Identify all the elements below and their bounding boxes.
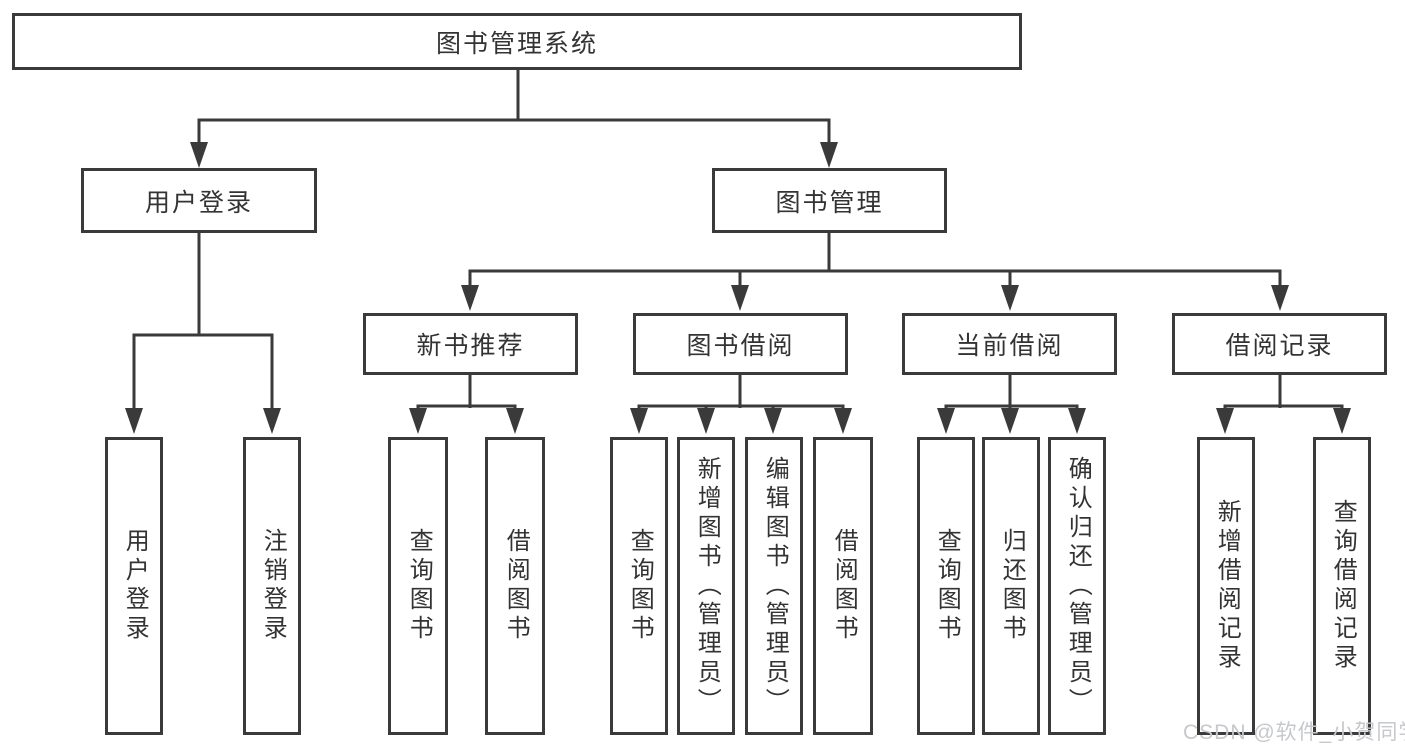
leaf-confirm-return-admin: 确认归还（管理员） (1048, 437, 1106, 735)
leaf-query-books-borrow: 查询图书 (610, 437, 668, 735)
leaf-user-login: 用户登录 (105, 437, 163, 735)
leaf-borrow-books-borrow: 借阅图书 (813, 437, 873, 735)
leaf-query-books-newbooks: 查询图书 (388, 437, 448, 735)
connector-management-to-level3 (461, 233, 1289, 311)
node-current-borrow: 当前借阅 (902, 313, 1117, 375)
leaf-add-book-admin: 新增图书（管理员） (677, 437, 735, 735)
connector-root-to-level2 (190, 70, 838, 168)
leaf-borrow-books-newbooks: 借阅图书 (485, 437, 545, 735)
leaf-query-borrow-record: 查询借阅记录 (1313, 437, 1371, 735)
node-book-management: 图书管理 (712, 168, 947, 233)
csdn-watermark: CSDN @软件_小贺同学 (1183, 721, 1405, 744)
connector-borrowrecords-to-leaves (1216, 375, 1351, 434)
leaf-return-books: 归还图书 (982, 437, 1040, 735)
leaf-logout: 注销登录 (243, 437, 301, 735)
node-book-borrow: 图书借阅 (633, 313, 848, 375)
node-library-management-system: 图书管理系统 (12, 13, 1022, 70)
connector-currentborrow-to-leaves (937, 375, 1086, 434)
leaf-add-borrow-record: 新增借阅记录 (1197, 437, 1255, 735)
leaf-edit-book-admin: 编辑图书（管理员） (745, 437, 803, 735)
connector-login-to-leaves (125, 233, 281, 434)
leaf-query-books-current: 查询图书 (917, 437, 975, 735)
node-borrow-records: 借阅记录 (1172, 313, 1387, 375)
connector-bookborrow-to-leaves (630, 375, 852, 434)
node-new-book-recommend: 新书推荐 (363, 313, 578, 375)
node-user-login: 用户登录 (81, 168, 317, 233)
connector-newbooks-to-leaves (409, 375, 524, 434)
